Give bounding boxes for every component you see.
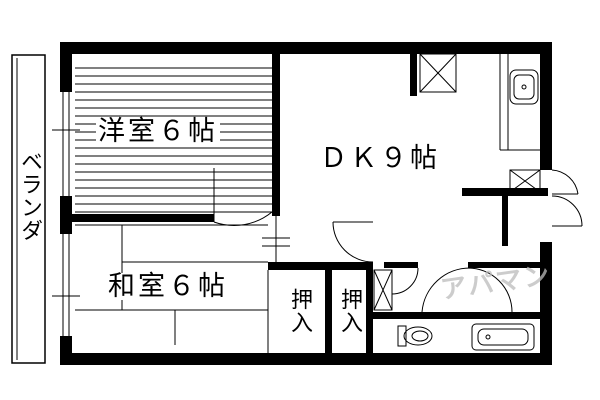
toilet-icon — [397, 325, 433, 347]
japanese-room-label: 和室６帖 — [106, 271, 230, 302]
western-room-label: 洋室６帖 — [96, 116, 220, 147]
partition-lines — [262, 54, 540, 353]
door-swings — [213, 168, 583, 313]
balcony-outline — [11, 54, 46, 364]
dining-kitchen-label: ＤＫ９帖 — [318, 143, 442, 174]
outer-walls — [60, 42, 552, 365]
closet-label-left: 押入 — [287, 288, 312, 334]
interior-walls — [72, 54, 548, 353]
closet-label-right: 押入 — [337, 288, 362, 334]
kitchen-sink-icon — [509, 69, 539, 105]
western-room-floor-hatching — [75, 67, 272, 213]
balcony-label: ベランダ — [17, 150, 42, 242]
windows — [52, 92, 80, 336]
bathtub-icon — [471, 323, 535, 351]
fixtures — [373, 53, 541, 311]
